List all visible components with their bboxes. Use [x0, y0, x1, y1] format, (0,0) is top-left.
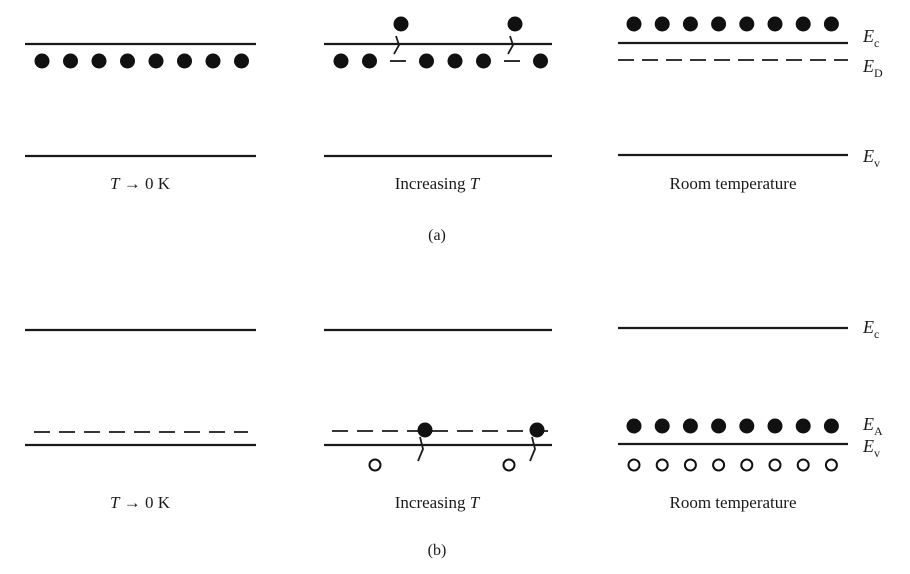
hole [824, 458, 838, 472]
excitation-arrow [393, 35, 400, 55]
hole [712, 458, 726, 472]
conduction-electron [767, 16, 783, 32]
donor-electron [120, 53, 135, 69]
hole [796, 458, 810, 472]
acceptor-electron [823, 418, 839, 434]
b-col2-acceptor-electrons [417, 422, 545, 462]
conduction-electron [654, 16, 670, 32]
acceptor-electron [711, 418, 727, 434]
b-col3-acceptor-electrons [626, 418, 839, 434]
panel-b-caption: (b) [428, 542, 447, 559]
a-label-ev: Ev [862, 146, 880, 170]
donor-electron [362, 53, 377, 69]
hole [740, 458, 754, 472]
b-col3-caption: Room temperature [670, 493, 797, 512]
excitation-arrow [507, 35, 514, 55]
donor-electron [419, 53, 434, 69]
a-col1-caption: T → 0 K [110, 174, 171, 193]
donor-electron [148, 53, 164, 69]
conduction-electron [626, 16, 642, 32]
b-label-ea: EA [862, 414, 883, 438]
panel-a-donor: Ec ED Ev T → 0 K Increasing T Room tempe… [25, 16, 883, 244]
excitation-arrow [417, 436, 424, 462]
a-col3-conduction-electrons [626, 16, 839, 32]
donor-electron [476, 53, 491, 69]
hole [655, 458, 669, 472]
hole [683, 458, 697, 472]
a-label-ec: Ec [862, 26, 879, 50]
a-col3-caption: Room temperature [670, 174, 797, 193]
hole [368, 458, 382, 472]
conduction-electron [507, 16, 523, 32]
a-col2-donor-electrons [333, 53, 548, 69]
donor-electron [333, 53, 349, 69]
donor-electron [234, 53, 249, 69]
donor-electron [34, 53, 50, 69]
acceptor-electron [682, 418, 698, 434]
acceptor-electron [795, 418, 811, 434]
acceptor-electron [654, 418, 670, 434]
acceptor-electron [626, 418, 642, 434]
donor-electron [63, 53, 78, 69]
conduction-electron [393, 16, 409, 32]
a-col1-donor-electrons [34, 53, 249, 69]
conduction-electron [823, 16, 839, 32]
conduction-electron [682, 16, 698, 32]
panel-b-acceptor: Ec EA Ev T → 0 K Increasing T Room tempe… [25, 317, 883, 559]
conduction-electron [795, 16, 811, 32]
donor-electron [91, 53, 107, 69]
conduction-electron [739, 16, 755, 32]
hole [627, 458, 641, 472]
b-col2-holes [368, 458, 516, 472]
donor-electron [177, 53, 192, 69]
b-col1-caption: T → 0 K [110, 493, 171, 512]
excitation-arrow [529, 436, 536, 462]
hole [768, 458, 782, 472]
acceptor-electron [417, 422, 433, 438]
acceptor-electron [739, 418, 755, 434]
a-col2-caption: Increasing T [395, 174, 481, 193]
b-col3-holes [627, 458, 838, 472]
donor-electron [447, 53, 463, 69]
acceptor-electron [529, 422, 545, 438]
b-col2-caption: Increasing T [395, 493, 481, 512]
conduction-electron [711, 16, 727, 32]
donor-electron [533, 53, 548, 69]
b-label-ev: Ev [862, 436, 880, 460]
acceptor-electron [767, 418, 783, 434]
panel-a-caption: (a) [428, 227, 446, 244]
a-col2-conduction-electrons [393, 16, 523, 55]
hole [502, 458, 516, 472]
donor-electron [205, 53, 221, 69]
b-label-ec: Ec [862, 317, 879, 341]
a-label-ed: ED [862, 56, 883, 80]
